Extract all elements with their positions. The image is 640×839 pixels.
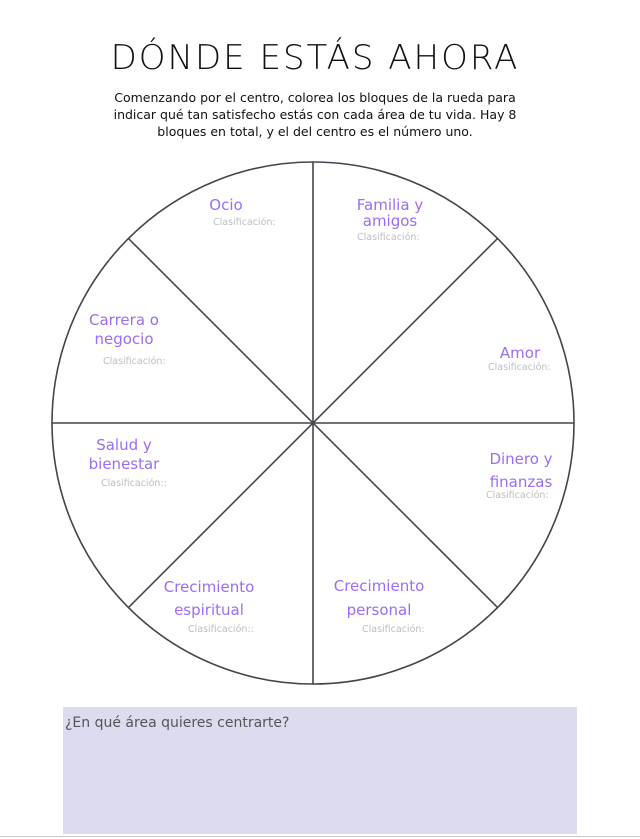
wheel-divider-diagonal-2 [127,237,499,609]
segment-rating: Clasificación: [357,232,420,243]
page-bottom-border [0,836,640,837]
instructions: Comenzando por el centro, colorea los bl… [113,90,517,139]
focus-area-prompt: ¿En qué área quieres centrarte? [65,715,290,731]
segment-label: Ocio [209,196,243,214]
page-title: DÓNDE ESTÁS AHORA [110,38,520,78]
segment-rating: Clasificación: [486,490,549,501]
segment-rating: Clasificación: [362,624,425,635]
segment-rating: Clasificación: [488,362,551,373]
segment-rating: Clasificación:: [188,624,254,635]
segment-rating: Clasificación: [103,356,166,367]
focus-area-input[interactable]: ¿En qué área quieres centrarte? [63,707,577,834]
segment-rating: Clasificación:: [101,478,167,489]
segment-rating: Clasificación: [213,217,276,228]
segment-label: Amor [499,344,541,362]
